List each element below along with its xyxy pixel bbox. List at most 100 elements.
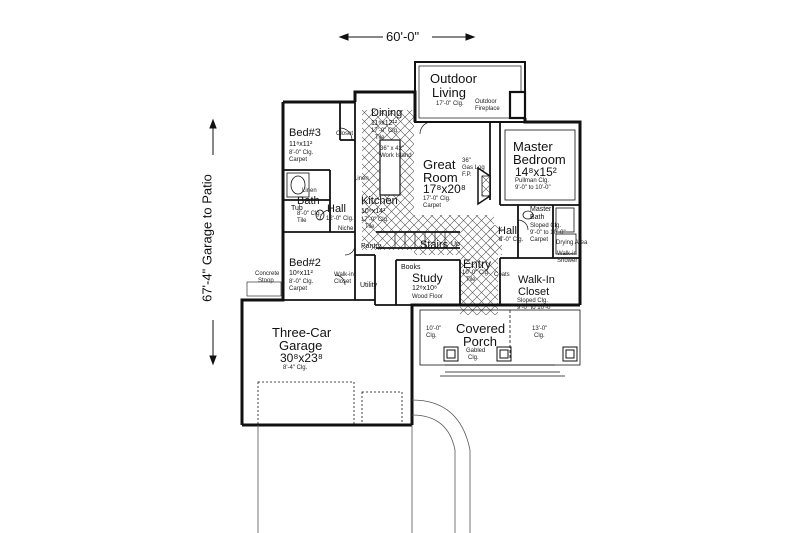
fireplace-size: 36" [462,158,471,164]
master-bath-label-1: Master [530,206,552,213]
door-swings [319,121,529,286]
master-bath-clg-2: 9'-0" to 10'-0" [530,230,566,236]
walkin-closet-small-label-1: Walk-in [334,272,354,278]
bath-clg: 8'-0" Clg. [297,211,322,217]
bed3-size: 11⁸x11² [289,141,313,148]
hall-label-left: Hall [327,203,346,215]
great-room-size: 17⁸x20⁸ [423,182,466,196]
outdoor-living-label-1: Outdoor [430,71,477,86]
concrete-stoop-label-2: Stoop [258,278,274,284]
stair-treads [394,232,446,248]
study-floor: Wood Floor [412,294,443,300]
concrete-stoop [246,281,282,297]
garage-door-outlines [257,381,403,426]
master-bath-clg-1: Sloped Clg. [530,223,562,229]
porch-columns [443,346,578,362]
tub-label: Tub [291,205,303,212]
stairs-label: Stairs [420,239,449,251]
interior-walls [283,102,580,306]
kitchen-clg: 17'-0" Clg. [361,217,389,223]
bed2-clg: 8'-0" Clg. [289,279,314,285]
exterior-walls [240,90,582,427]
niche-label: Niche [338,226,354,232]
master-bath-label-2: Bath [530,214,545,221]
porch-left-clg-1: 10'-0" [426,326,442,332]
dining-size: 11⁸x12¹² [371,120,398,127]
garage-label-1: Three-Car [272,325,332,340]
walkin-closet-label-1: Walk-In [518,274,555,286]
bath-fixtures [286,172,577,255]
covered-porch-outline [419,309,581,377]
bed2-size: 10⁸x11² [289,270,313,277]
linen-label: Linen [354,176,369,182]
books-label: Books [401,264,421,271]
dining-clg: 17'-0" Clg. [371,128,399,134]
bed2-label: Bed#2 [289,257,321,269]
garage-label-2: Garage [279,338,323,353]
outdoor-living-clg: 17'-0" Clg. [436,101,464,107]
dining-tile: Tile [375,135,385,141]
walkin-shower-label-2: Shower [557,258,578,264]
pantry-label: Pantry [361,243,382,250]
master-bath-carpet: Carpet [530,237,549,243]
porch-right-clg-2: Clg. [534,333,545,339]
covered-porch-label-2: Porch [463,334,497,349]
width-dimension-line [338,33,476,41]
concrete-stoop-label-1: Concrete [255,271,280,277]
garage-size: 30⁸x23⁸ [280,351,323,365]
pullman-ceiling-outline [504,129,576,201]
kitchen-tile: Tile [365,224,375,230]
walkin-shower-label-1: Walk-in [557,251,577,257]
bath-label: Bath [297,195,320,207]
walkin-closet-label-2: Closet [518,286,550,298]
kitchen-label: Kitchen [361,195,398,207]
gas-fireplace [477,166,491,206]
coats-label: Coats [494,272,510,278]
hall-right-clg: 8'-0" Clg. [499,237,524,243]
hall-left-clg: 12'-0" Clg. [326,216,354,222]
porch-right-clg-1: 13'-0" [532,326,548,332]
fireplace-fp: F.P. [462,172,472,178]
entry-tile: Tile [466,277,476,283]
kitchen-size: 10⁸x14¹ [361,208,386,215]
bed3-clg: 8'-0" Clg. [289,150,314,156]
entry-clg: 10'-0" Clg. [462,270,490,276]
garage-clg: 8'-4" Clg. [283,365,308,371]
covered-porch-label-1: Covered [456,321,506,336]
width-dimension-label: 60'-0" [386,29,420,44]
great-room-carpet: Carpet [423,203,442,209]
closet-label: Closet [336,131,354,137]
master-bedroom-label-1: Master [513,139,553,154]
outdoor-living-label-2: Living [432,85,466,100]
bed2-carpet: Carpet [289,286,308,292]
porch-left-clg-2: Clg. [426,333,437,339]
outdoor-fireplace-label-2: Fireplace [475,106,500,112]
depth-dimension-label: 67'-4" Garage to Patio [199,174,215,302]
dining-label: Dining [371,107,403,119]
walkin-closet-clg-2: 9'-0" to 10'-0" [517,305,553,311]
walkin-closet-clg-1: Sloped Clg. [517,298,549,304]
study-label: Study [412,271,443,285]
great-room-clg: 17'-0" Clg. [423,196,451,202]
fireplace-type: Gas Log [462,165,485,171]
great-room-label-2: Room [423,170,458,185]
master-bedroom-clg-1: Pullman Clg. [515,178,550,184]
master-bedroom-label-2: Bedroom [513,152,566,167]
covered-porch-clg-2: Clg. [468,355,479,361]
linen-label-2: Linen [302,188,317,194]
hall-label-right: Hall [498,225,517,237]
study-size: 12⁸x10⁸ [412,285,437,292]
bed3-label: Bed#3 [289,127,321,139]
island-size: 36" x 42" [380,146,404,152]
depth-dimension-line [209,118,217,366]
island-label: Work Island [380,153,412,159]
entry-label: Entry [463,257,492,271]
master-bedroom-size: 14⁸x15² [515,165,557,179]
utility-label: Utility [360,282,378,289]
bath-tile: Tile [297,218,307,224]
driveway-lines [257,399,471,533]
drying-area-label: Drying Area [556,240,588,246]
walkin-closet-small-label-2: Closet [334,279,352,285]
stairs-up-label: Up [451,241,460,248]
